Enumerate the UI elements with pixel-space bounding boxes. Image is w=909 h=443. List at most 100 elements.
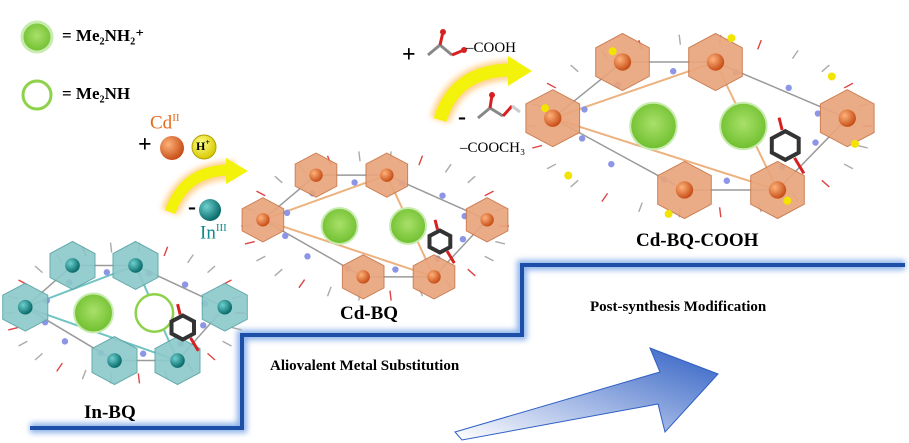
linker-stick: [821, 179, 830, 188]
carboxyl-bond: [189, 337, 200, 352]
linker-stick: [418, 155, 424, 166]
linker-stick: [187, 254, 194, 264]
legend-symbols: [20, 20, 54, 111]
nitrogen-atom: [181, 281, 189, 288]
metal-atom: [170, 353, 185, 368]
linker-stick: [821, 64, 830, 73]
metal-atom: [613, 53, 632, 71]
linker-stick: [56, 362, 63, 372]
linker-stick: [326, 286, 332, 297]
metal-atom: [544, 109, 562, 127]
nitrogen-atom: [282, 232, 289, 240]
linker-stick: [843, 163, 854, 170]
sulfur-atom: [608, 47, 617, 56]
linker-stick: [222, 340, 232, 347]
modified-linker-ring: [427, 228, 453, 255]
modified-linker-ring: [169, 313, 196, 342]
legend-neutral-label: = Me₂NH: [62, 84, 131, 103]
step-line: [30, 260, 905, 433]
carboxyl-bond: [445, 250, 456, 264]
linker-stick: [791, 49, 799, 59]
linker-stick: [467, 268, 476, 277]
linker-stick: [495, 240, 506, 245]
linker-stick: [843, 82, 854, 89]
nitrogen-atom: [723, 177, 731, 184]
linker-stick: [274, 268, 283, 277]
metal-atom: [675, 181, 694, 199]
nitrogen-atom: [304, 253, 311, 260]
metal-atom: [309, 168, 323, 182]
plus-sign-2: +: [402, 42, 416, 68]
linker-stick: [638, 202, 643, 213]
linker-stick: [34, 265, 43, 274]
linker-stick: [256, 255, 266, 262]
linker-stick: [718, 207, 722, 218]
linker-stick: [8, 326, 19, 331]
carboxyl-bond: [433, 219, 439, 230]
reagent-molecules: [427, 29, 521, 120]
nitrogen-atom: [103, 269, 111, 276]
node-connector: [552, 117, 778, 191]
metal-atom: [706, 53, 725, 71]
metal-atom: [17, 299, 33, 315]
linker-stick: [274, 175, 283, 184]
linker-stick: [532, 144, 543, 149]
metal-atom: [107, 353, 122, 368]
linker-stick: [207, 352, 216, 361]
nitrogen-atom: [608, 160, 615, 168]
cation-open: [134, 293, 175, 333]
step-aliovalent-label: Aliovalent Metal Substitution: [270, 358, 460, 374]
cd-ion-label: CdII: [150, 112, 180, 134]
metal-atom: [356, 270, 370, 284]
cation-filled: [320, 207, 359, 245]
ion-symbols: [160, 134, 221, 221]
carboxyl-bond: [777, 117, 784, 131]
minus-sign-1: -: [188, 194, 196, 220]
proton-label: H+: [196, 138, 210, 153]
linker-stick: [18, 340, 28, 347]
linker-stick: [546, 82, 557, 89]
linker-stick: [137, 373, 141, 384]
nitrogen-atom: [812, 139, 819, 146]
cation-filled: [629, 101, 678, 151]
linker-stick: [546, 163, 557, 170]
linker-stick: [163, 246, 169, 257]
legend-cation-label: = Me₂NH₂⁺: [62, 26, 145, 45]
metal-atom: [256, 213, 270, 227]
linker-stick: [857, 144, 868, 149]
modified-linker-ring: [769, 128, 801, 163]
nitrogen-atom: [139, 350, 147, 357]
sulfur-atom: [664, 209, 673, 218]
in-bq-label: In-BQ: [84, 402, 136, 423]
nitrogen-atom: [351, 179, 358, 186]
sulfur-atom: [541, 104, 550, 113]
nitrogen-atom: [814, 110, 822, 117]
linker-stick: [757, 39, 762, 50]
sulfur-atom: [850, 139, 859, 148]
cd-bq-cooh-label: Cd-BQ-COOH: [636, 230, 759, 251]
linker-stick: [484, 190, 494, 197]
linker-stick: [444, 163, 452, 173]
framework-cd-bq: [241, 151, 509, 301]
nitrogen-atom: [669, 68, 677, 75]
metal-atom: [65, 258, 80, 273]
big-arrow: [454, 347, 719, 441]
linker-stick: [484, 255, 494, 262]
sulfur-atom: [727, 34, 736, 43]
sulfur-atom: [783, 196, 792, 205]
minus-sign-2: -: [458, 104, 466, 130]
cd-bq-label: Cd-BQ: [340, 303, 399, 324]
linker-stick: [601, 193, 609, 203]
framework-in-bq: [2, 240, 248, 386]
nitrogen-atom: [392, 266, 399, 273]
linker-stick: [231, 326, 242, 331]
metal-atom: [380, 168, 394, 182]
nitrogen-atom: [581, 106, 588, 113]
metal-atom: [838, 109, 856, 127]
metal-atom: [427, 270, 441, 284]
nitrogen-atom: [578, 135, 586, 142]
linker-stick: [389, 290, 392, 301]
cooch3-reagent-label: –COOCH₃: [460, 140, 526, 156]
